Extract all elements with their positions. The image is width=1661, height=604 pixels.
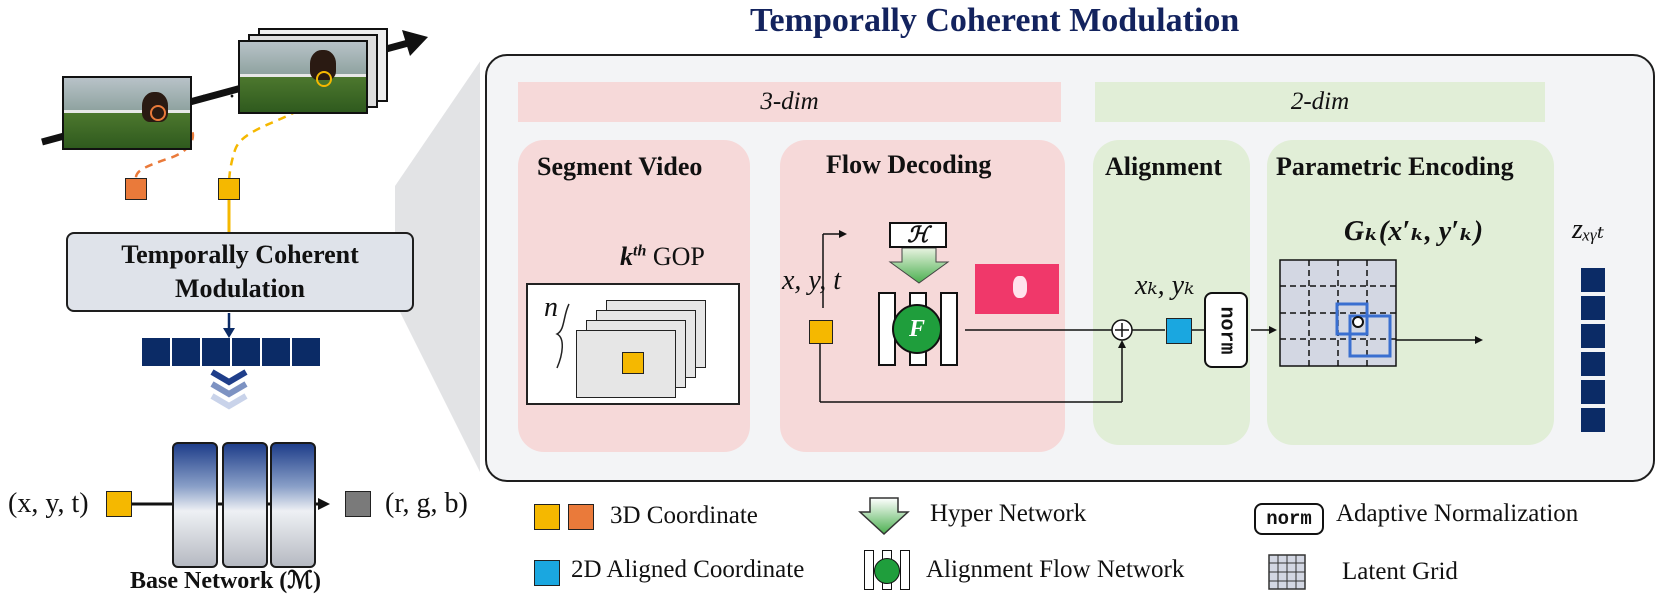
legend-hyper-icon xyxy=(858,497,910,536)
video-frame-stack-front xyxy=(238,40,368,114)
legend-3d-coordinate: 3D Coordinate xyxy=(610,502,758,529)
pixel-marker-yellow xyxy=(316,71,332,87)
base-network-arrowhead xyxy=(318,498,330,510)
input-coord-label: (x, y, t) xyxy=(8,488,89,519)
legend-hyper-network: Hyper Network xyxy=(930,500,1087,527)
alignment-title: Alignment xyxy=(1105,152,1222,181)
base-layer-1 xyxy=(172,442,218,568)
hyper-network-box: ℋ xyxy=(889,222,947,248)
norm-block: norm xyxy=(1204,292,1248,368)
tcm-module-box: Temporally Coherent Modulation xyxy=(66,232,414,312)
flow-input-label: x, y, t xyxy=(782,265,842,296)
band-2dim: 2-dim xyxy=(1095,82,1545,122)
output-color-square xyxy=(345,491,371,517)
legend-orange-square xyxy=(568,504,594,530)
video-frame-1 xyxy=(62,76,192,150)
latent-cell xyxy=(202,338,230,366)
flow-network-circle: F xyxy=(892,304,942,354)
parametric-encoding-title: Parametric Encoding xyxy=(1276,152,1514,181)
down-arrow-head xyxy=(223,328,235,338)
z-vector xyxy=(1581,268,1605,432)
chevron-down-icon xyxy=(210,369,248,386)
latent-cell xyxy=(142,338,170,366)
zoom-trapezoid xyxy=(395,61,480,472)
base-layer-2 xyxy=(222,442,268,568)
flow-net-bar-right xyxy=(940,292,958,366)
gop-coord-square xyxy=(622,352,644,374)
latent-cell xyxy=(292,338,320,366)
pixel-marker-orange xyxy=(150,105,166,121)
band-3dim: 3-dim xyxy=(518,82,1061,122)
flow-visualization-image xyxy=(975,264,1059,314)
chevron-down-icon xyxy=(210,393,248,410)
legend-adaptive-norm: Adaptive Normalization xyxy=(1336,500,1579,527)
z-output-label: zₓᵧₜ xyxy=(1572,214,1605,245)
legend-flow-icon xyxy=(864,550,910,590)
tcm-line2: Modulation xyxy=(174,274,306,303)
legend-grid-icon xyxy=(1268,554,1306,590)
n-brace xyxy=(555,303,570,369)
main-title: Temporally Coherent Modulation xyxy=(750,2,1240,39)
latent-cell xyxy=(232,338,260,366)
legend-latent-grid: Latent Grid xyxy=(1342,558,1458,585)
n-label: n xyxy=(544,292,558,323)
flow-input-square xyxy=(809,320,833,344)
coord-square-yellow xyxy=(218,178,240,200)
coord-square-orange xyxy=(125,178,147,200)
base-layer-3 xyxy=(270,442,316,568)
input-coord-square xyxy=(106,491,132,517)
legend-yellow-square xyxy=(534,504,560,530)
segment-video-title: Segment Video xyxy=(537,152,703,181)
legend-norm-chip: norm xyxy=(1254,503,1324,535)
aligned-coord-square xyxy=(1166,318,1192,344)
legend-flow-network: Alignment Flow Network xyxy=(926,556,1185,583)
flow-decoding-title: Flow Decoding xyxy=(826,150,992,179)
aligned-coord-label: xₖ, yₖ xyxy=(1135,270,1195,301)
output-color-label: (r, g, b) xyxy=(385,488,468,519)
frames-ellipsis: · · · xyxy=(200,84,236,110)
gop-label: kth GOP xyxy=(620,242,705,271)
hyper-network-arrow-icon xyxy=(888,248,950,284)
grid-function-label: Gₖ(x′ₖ, y′ₖ) xyxy=(1344,216,1484,247)
legend-2d-aligned: 2D Aligned Coordinate xyxy=(571,556,805,583)
time-axis-arrowhead xyxy=(402,30,428,56)
chevron-down-icon xyxy=(210,381,248,398)
legend-blue-square xyxy=(534,560,560,586)
base-network-label: Base Network (ℳ) xyxy=(130,568,321,594)
panel-connectors xyxy=(555,230,1483,403)
tcm-line1: Temporally Coherent xyxy=(121,240,359,269)
latent-cell xyxy=(262,338,290,366)
latent-cell xyxy=(172,338,200,366)
